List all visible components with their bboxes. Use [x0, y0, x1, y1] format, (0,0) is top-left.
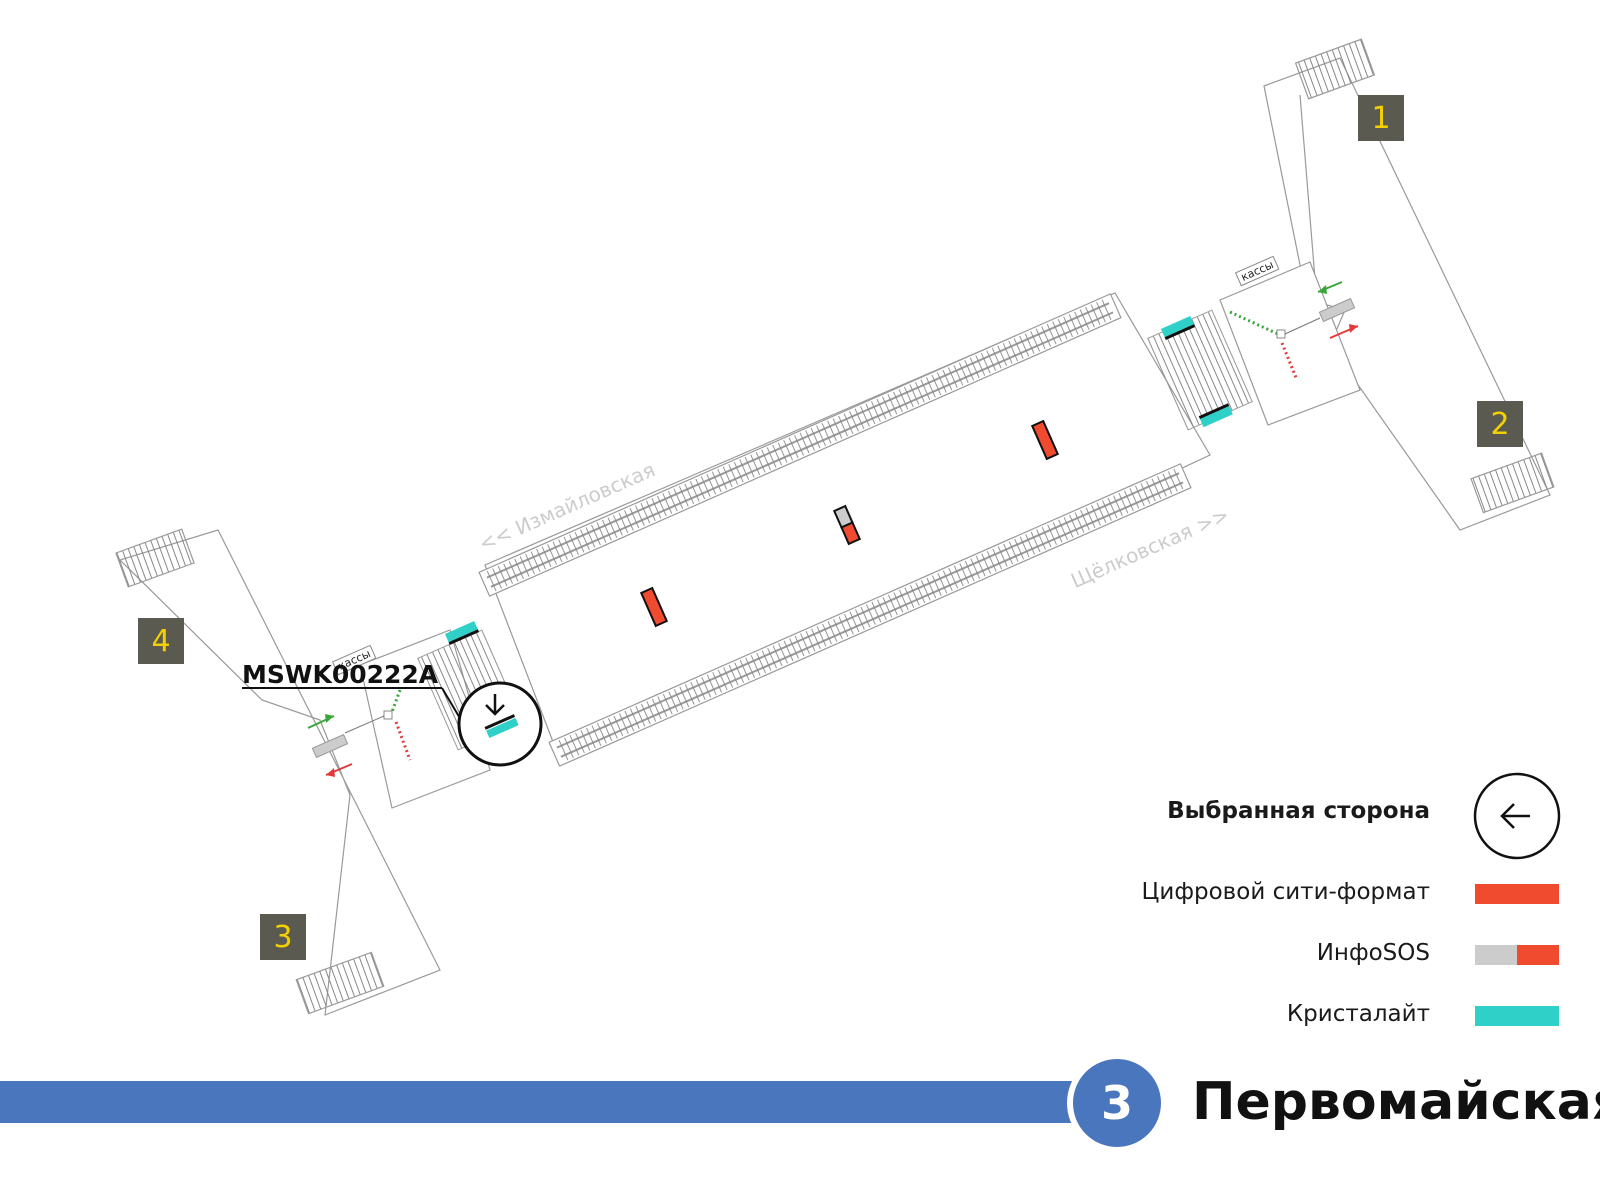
track-lower [548, 463, 1192, 767]
selected-side-icon [1473, 772, 1561, 860]
exit-2-marker: 2 [1477, 401, 1523, 447]
legend-cristalight-swatch [1475, 1006, 1559, 1026]
track-upper [478, 293, 1122, 597]
selected-board-circle[interactable] [457, 681, 543, 767]
digital-city-format-panel-2 [639, 586, 669, 628]
station-name: Первомайская [1192, 1072, 1600, 1132]
exit-4-marker: 4 [138, 618, 184, 664]
legend-selected-side-label: Выбранная сторона [1167, 798, 1430, 824]
legend-cristalight-label: Кристалайт [1286, 1001, 1430, 1027]
turnstiles-right [1229, 310, 1321, 381]
exit-3-marker: 3 [260, 914, 306, 960]
line-number-badge: 3 [1067, 1053, 1167, 1153]
metro-line-bar [0, 1081, 1080, 1123]
digital-city-format-panel-1 [1030, 419, 1060, 461]
arrow-in-right [1317, 281, 1343, 294]
cristalight-marker-2 [1198, 403, 1233, 428]
info-panel-right [1318, 297, 1356, 323]
legend-infosos-swatch [1475, 945, 1559, 965]
cristalight-marker-1 [1160, 316, 1196, 340]
selected-board-label: MSWK00222A [242, 660, 439, 689]
turnstiles-left [344, 689, 412, 761]
arrow-out-right [1329, 324, 1359, 339]
info-panel-left [311, 733, 349, 759]
legend-digital-city-format-label: Цифровой сити-формат [1141, 879, 1430, 905]
exit-1-marker: 1 [1358, 95, 1404, 141]
cristalight-marker-3 [444, 621, 480, 645]
legend-digital-city-format-swatch [1475, 884, 1559, 904]
arrow-out-left [325, 763, 353, 777]
legend-infosos-label: ИнфоSOS [1316, 940, 1430, 966]
infosos-panel [832, 504, 862, 546]
arrow-in-left [307, 714, 335, 729]
left-vestibule [115, 528, 491, 1016]
